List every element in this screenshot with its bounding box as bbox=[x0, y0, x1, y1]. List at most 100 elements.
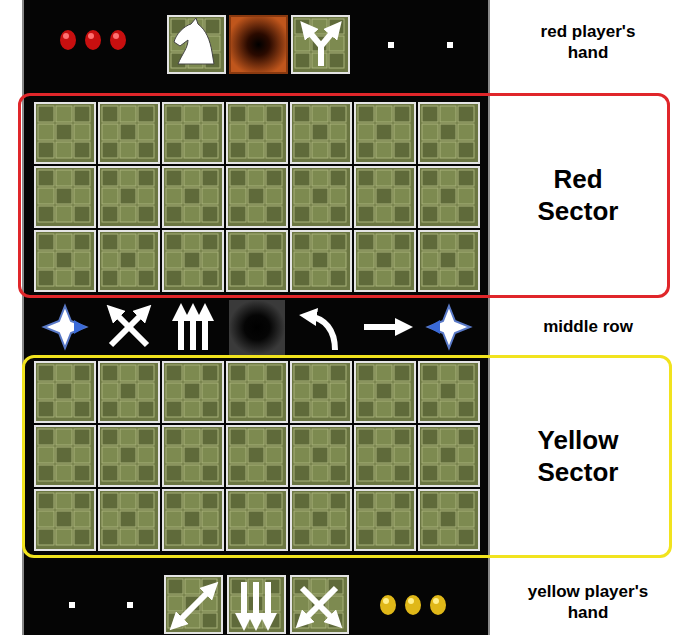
tile-pattern bbox=[422, 447, 438, 463]
tile-pattern bbox=[422, 383, 438, 399]
tile-pattern bbox=[38, 493, 54, 509]
tile-pattern bbox=[458, 252, 474, 268]
yellow-pieces bbox=[380, 595, 446, 615]
tile-face bbox=[35, 362, 95, 422]
tile-pattern bbox=[38, 188, 54, 204]
tile-pattern bbox=[56, 365, 72, 381]
board-tile bbox=[35, 231, 95, 291]
tile-pattern bbox=[394, 142, 410, 158]
tile-pattern bbox=[248, 206, 264, 222]
tile-face bbox=[163, 490, 223, 550]
board-tile bbox=[163, 167, 223, 227]
tile-pattern bbox=[294, 106, 310, 122]
tile-pattern bbox=[422, 365, 438, 381]
tile-face bbox=[163, 231, 223, 291]
tile-pattern bbox=[440, 529, 456, 545]
tile-face bbox=[228, 576, 285, 633]
tile-pattern bbox=[266, 429, 282, 445]
tile-pattern bbox=[74, 383, 90, 399]
tile-face bbox=[355, 362, 415, 422]
tile-pattern bbox=[74, 365, 90, 381]
tile-pattern bbox=[120, 511, 136, 527]
tile-pattern bbox=[440, 401, 456, 417]
tile-pattern bbox=[312, 365, 328, 381]
tile-pattern bbox=[312, 142, 328, 158]
tile-pattern bbox=[138, 447, 154, 463]
board-tile bbox=[163, 426, 223, 486]
board-tile bbox=[227, 231, 287, 291]
tile-pattern bbox=[376, 252, 392, 268]
tile-pattern bbox=[202, 401, 218, 417]
tile-pattern bbox=[184, 529, 200, 545]
tile-pattern bbox=[248, 529, 264, 545]
tile-pattern bbox=[202, 234, 218, 250]
tile-pattern bbox=[248, 252, 264, 268]
tile-pattern bbox=[74, 270, 90, 286]
tile-pattern bbox=[422, 270, 438, 286]
tile-pattern bbox=[138, 124, 154, 140]
tile-pattern bbox=[248, 493, 264, 509]
tile-pattern bbox=[202, 429, 218, 445]
tile-face bbox=[291, 231, 351, 291]
tile-pattern bbox=[74, 529, 90, 545]
tile-pattern bbox=[184, 465, 200, 481]
board-tile bbox=[35, 490, 95, 550]
tile-pattern bbox=[358, 465, 374, 481]
board-tile bbox=[355, 426, 415, 486]
tile-pattern bbox=[138, 383, 154, 399]
board-tile bbox=[227, 167, 287, 227]
tile-pattern bbox=[248, 429, 264, 445]
tile-pattern bbox=[38, 511, 54, 527]
tile-pattern bbox=[120, 383, 136, 399]
tile-pattern bbox=[294, 429, 310, 445]
tile-pattern bbox=[38, 142, 54, 158]
tile-face bbox=[227, 362, 287, 422]
tile-face bbox=[419, 231, 479, 291]
tile-pattern bbox=[394, 234, 410, 250]
tile-pattern bbox=[102, 401, 118, 417]
tile-pattern bbox=[102, 493, 118, 509]
tile-pattern bbox=[102, 365, 118, 381]
tile-face bbox=[419, 362, 479, 422]
tile-pattern bbox=[230, 206, 246, 222]
tile-pattern bbox=[138, 252, 154, 268]
tile-pattern bbox=[266, 511, 282, 527]
tile-pattern bbox=[311, 613, 326, 628]
tile-pattern bbox=[422, 170, 438, 186]
tile-pattern bbox=[202, 365, 218, 381]
sector-box: Red Sector bbox=[18, 93, 670, 298]
tile-face bbox=[165, 576, 222, 633]
tile-face bbox=[355, 103, 415, 163]
tile-pattern bbox=[312, 270, 328, 286]
tile-pattern bbox=[184, 142, 200, 158]
board-tile bbox=[99, 490, 159, 550]
tile-face bbox=[99, 103, 159, 163]
tile-pattern bbox=[74, 429, 90, 445]
tile-pattern bbox=[330, 124, 346, 140]
board-tile bbox=[227, 103, 287, 163]
tile-pattern bbox=[168, 579, 183, 594]
tile-face bbox=[355, 426, 415, 486]
board-tile bbox=[99, 362, 159, 422]
tile-pattern bbox=[394, 206, 410, 222]
tile-pattern bbox=[230, 106, 246, 122]
tile-pattern bbox=[120, 170, 136, 186]
tile-pattern bbox=[74, 493, 90, 509]
board-tile bbox=[227, 490, 287, 550]
tile-pattern bbox=[248, 447, 264, 463]
tile-pattern bbox=[56, 252, 72, 268]
tile-pattern bbox=[358, 206, 374, 222]
tile-pattern bbox=[458, 106, 474, 122]
tile-pattern bbox=[376, 465, 392, 481]
tile-pattern bbox=[358, 270, 374, 286]
tile-pattern bbox=[440, 365, 456, 381]
tile-pattern bbox=[394, 252, 410, 268]
tile-face bbox=[35, 103, 95, 163]
tile-pattern bbox=[166, 106, 182, 122]
tile-face bbox=[227, 490, 287, 550]
tile-pattern bbox=[376, 206, 392, 222]
tile-pattern bbox=[440, 124, 456, 140]
board-tile bbox=[35, 426, 95, 486]
tile-pattern bbox=[358, 106, 374, 122]
tile-pattern bbox=[184, 270, 200, 286]
